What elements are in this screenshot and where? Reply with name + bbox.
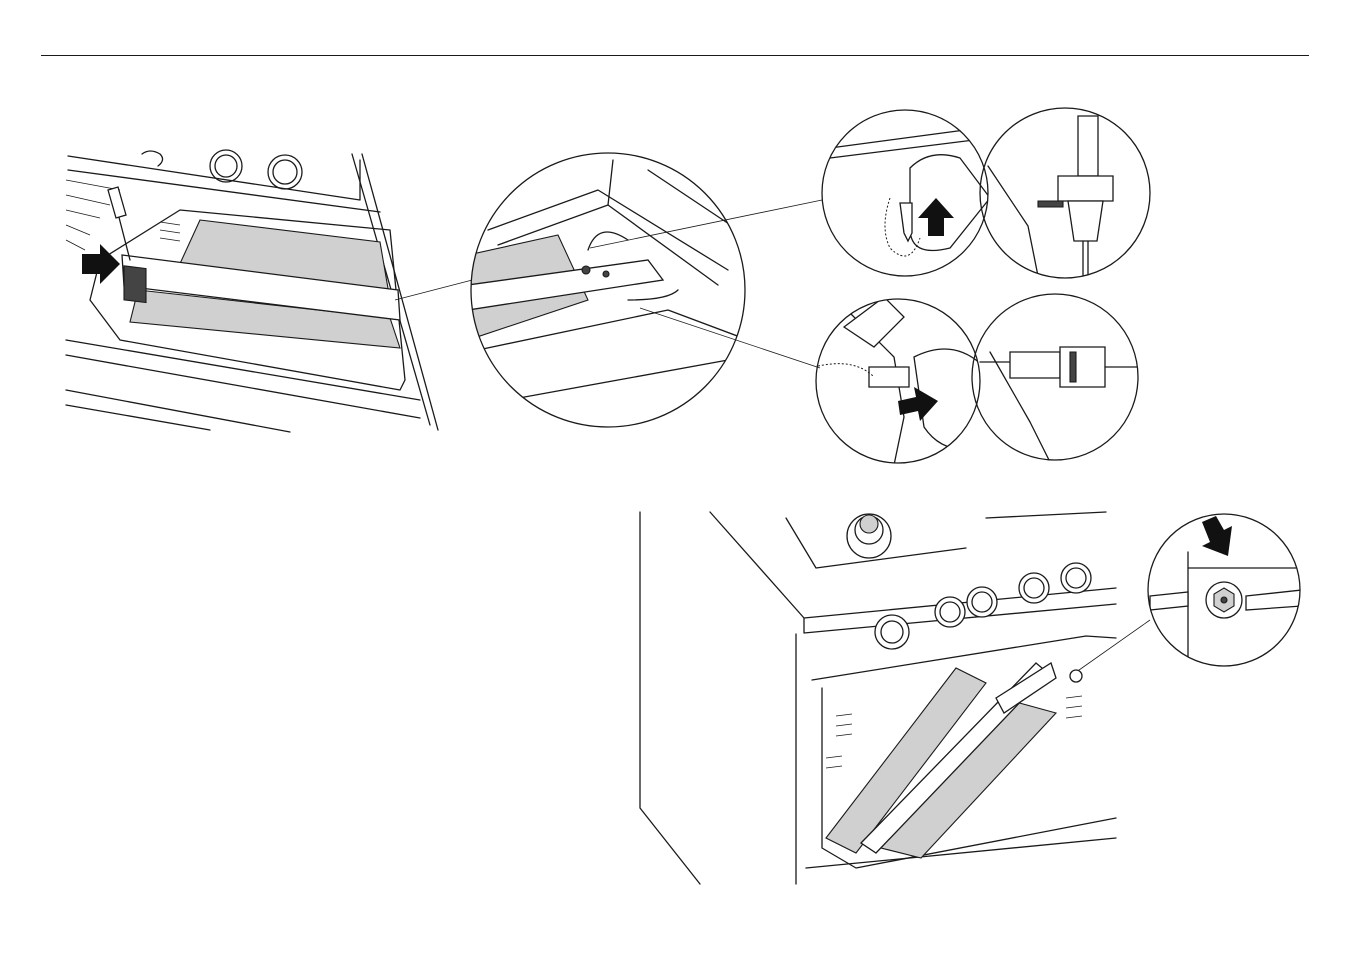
burner-icon [847, 514, 891, 558]
hex-nut-icon [1206, 582, 1242, 618]
knob-icon [875, 615, 909, 649]
fig-injector-detail [1146, 512, 1302, 668]
fig-connector-up [820, 108, 990, 278]
knob-icon [935, 597, 965, 627]
fig-oven-burner-removed [636, 508, 1116, 888]
knob-icon [1061, 563, 1091, 593]
fig-connector-side-detail [970, 292, 1140, 462]
fig-connector-up-detail [978, 106, 1152, 280]
arrow-down-icon [1202, 516, 1232, 556]
fig-detail-burner [468, 150, 748, 430]
knob-icon [1019, 573, 1049, 603]
fig-connector-side [814, 297, 982, 465]
knob-icon [967, 587, 997, 617]
